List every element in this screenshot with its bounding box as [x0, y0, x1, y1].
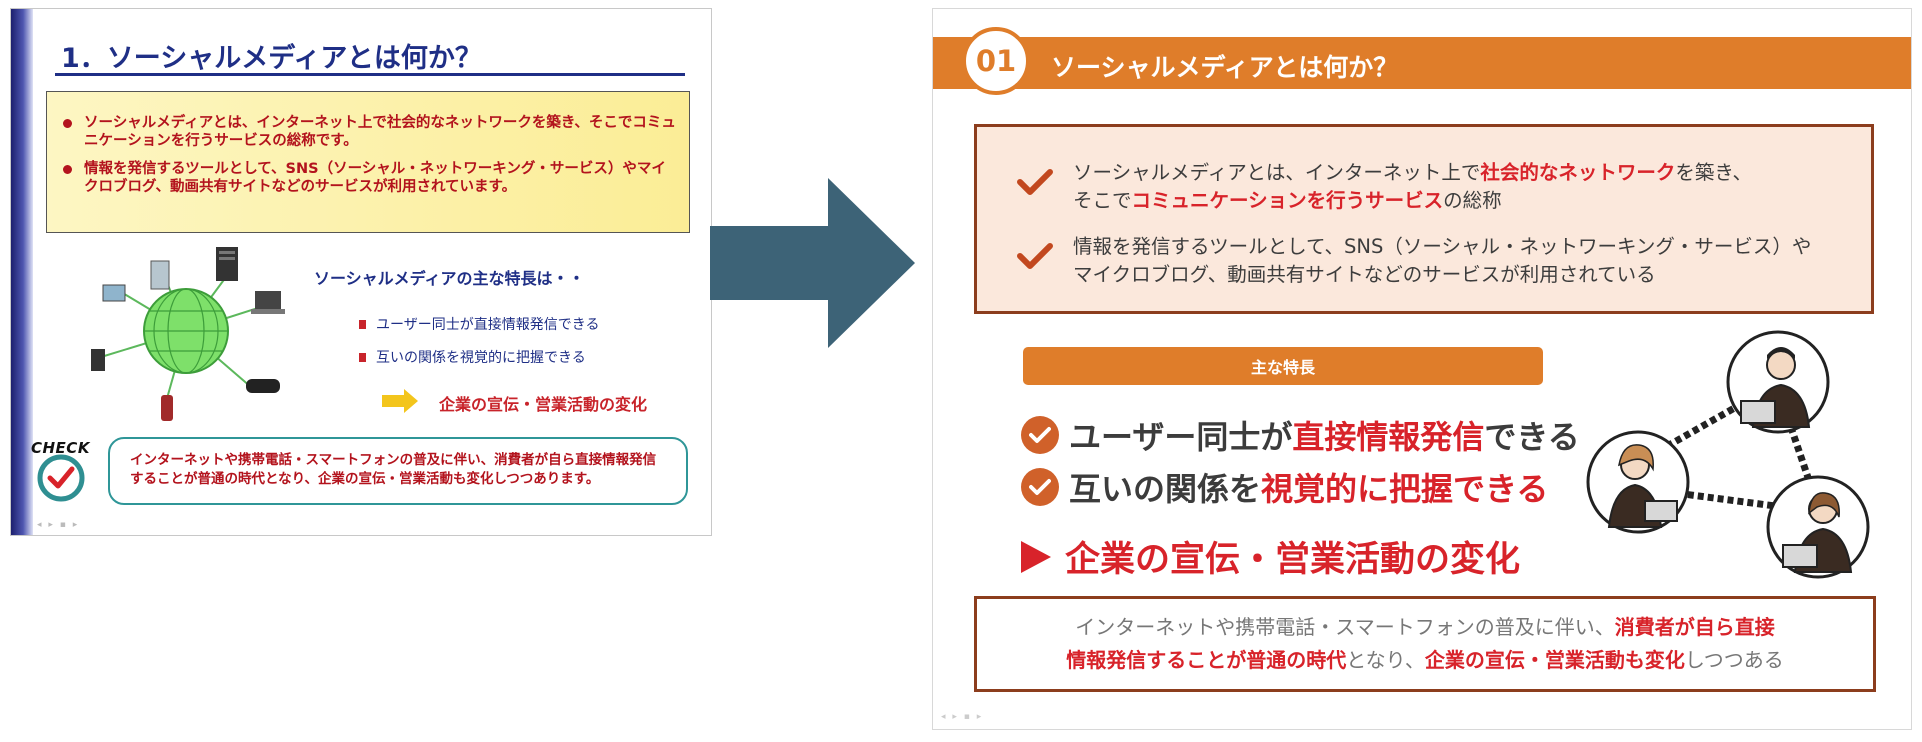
people-network-icon — [1586, 330, 1870, 579]
bullet-square-icon — [359, 352, 366, 362]
title-underline — [55, 73, 685, 76]
after-bullet-text: ソーシャルメディアとは、インターネット上で社会的なネットワークを築き、 そこでコ… — [1073, 161, 1753, 212]
network-globe-icon — [91, 247, 285, 421]
before-bullet-text: 情報を発信するツールとして、SNS（ソーシャル・ネットワーキング・サービス）やマ… — [84, 161, 666, 195]
features-label-pill: 主な特長 — [1023, 347, 1543, 385]
before-result: 企業の宣伝・営業活動の変化 — [439, 395, 648, 414]
check-badge-icon — [37, 454, 85, 502]
left-gradient-bar — [11, 9, 33, 535]
check-mark-icon — [1017, 243, 1053, 269]
after-feature-text: 互いの関係を視覚的に把握できる — [1069, 470, 1549, 508]
slide-footer-controls: ◂ ▸ ▪ ▸ — [941, 712, 984, 722]
right-arrow-icon — [382, 389, 418, 413]
after-result: 企業の宣伝・営業活動の変化 — [1021, 531, 1520, 582]
before-note-box: インターネットや携帯電話・スマートフォンの普及に伴い、消費者が自ら直接情報発信す… — [108, 437, 688, 505]
before-bullet: ソーシャルメディアとは、インターネット上で社会的なネットワークを築き、そこでコミ… — [57, 114, 679, 150]
before-feature-text: 互いの関係を視覚的に把握できる — [376, 350, 586, 366]
before-feature-item: 互いの関係を視覚的に把握できる — [359, 347, 586, 367]
before-slide: 1．ソーシャルメディアとは何か？ ソーシャルメディアとは、インターネット上で社会… — [10, 8, 712, 536]
before-title: 1．ソーシャルメディアとは何か？ — [61, 43, 482, 74]
after-feature-text: ユーザー同士が直接情報発信できる — [1069, 418, 1580, 456]
before-features-title: ソーシャルメディアの主な特長は・・ — [314, 269, 585, 288]
bullet-dot-icon — [63, 165, 72, 174]
slide-footer-controls: ◂ ▸ ▪ ▸ — [37, 520, 80, 530]
play-triangle-icon — [1021, 540, 1051, 573]
check-circle-icon — [1021, 416, 1059, 454]
after-result-text: 企業の宣伝・営業活動の変化 — [1065, 540, 1521, 580]
before-feature-text: ユーザー同士が直接情報発信できる — [376, 317, 600, 333]
after-note-box: インターネットや携帯電話・スマートフォンの普及に伴い、消費者が自ら直接 情報発信… — [974, 596, 1876, 692]
after-bullet: ソーシャルメディアとは、インターネット上で社会的なネットワークを築き、 そこでコ… — [1017, 159, 1871, 215]
after-summary-box: ソーシャルメディアとは、インターネット上で社会的なネットワークを築き、 そこでコ… — [974, 124, 1874, 314]
after-feature-item: ユーザー同士が直接情報発信できる — [1021, 412, 1580, 458]
before-feature-item: ユーザー同士が直接情報発信できる — [359, 314, 599, 334]
bullet-square-icon — [359, 319, 366, 329]
transform-arrow-icon — [710, 178, 915, 348]
after-bullet-text: 情報を発信するツールとして、SNS（ソーシャル・ネットワーキング・サービス）や … — [1073, 235, 1812, 286]
after-bullet: 情報を発信するツールとして、SNS（ソーシャル・ネットワーキング・サービス）や … — [1017, 233, 1871, 289]
bullet-dot-icon — [63, 119, 72, 128]
after-feature-item: 互いの関係を視覚的に把握できる — [1021, 464, 1548, 510]
before-bullet-text: ソーシャルメディアとは、インターネット上で社会的なネットワークを築き、そこでコミ… — [84, 115, 676, 149]
check-circle-icon — [1021, 468, 1059, 506]
check-mark-icon — [1017, 169, 1053, 195]
after-slide: 01 ソーシャルメディアとは何か？ ソーシャルメディアとは、インターネット上で社… — [932, 8, 1912, 730]
before-bullet: 情報を発信するツールとして、SNS（ソーシャル・ネットワーキング・サービス）やマ… — [57, 160, 679, 196]
after-header-bar — [933, 37, 1911, 89]
check-label: CHECK — [31, 439, 90, 457]
section-number-badge: 01 — [962, 27, 1030, 95]
before-summary-box: ソーシャルメディアとは、インターネット上で社会的なネットワークを築き、そこでコミ… — [46, 91, 690, 233]
after-title: ソーシャルメディアとは何か？ — [1051, 53, 1399, 82]
